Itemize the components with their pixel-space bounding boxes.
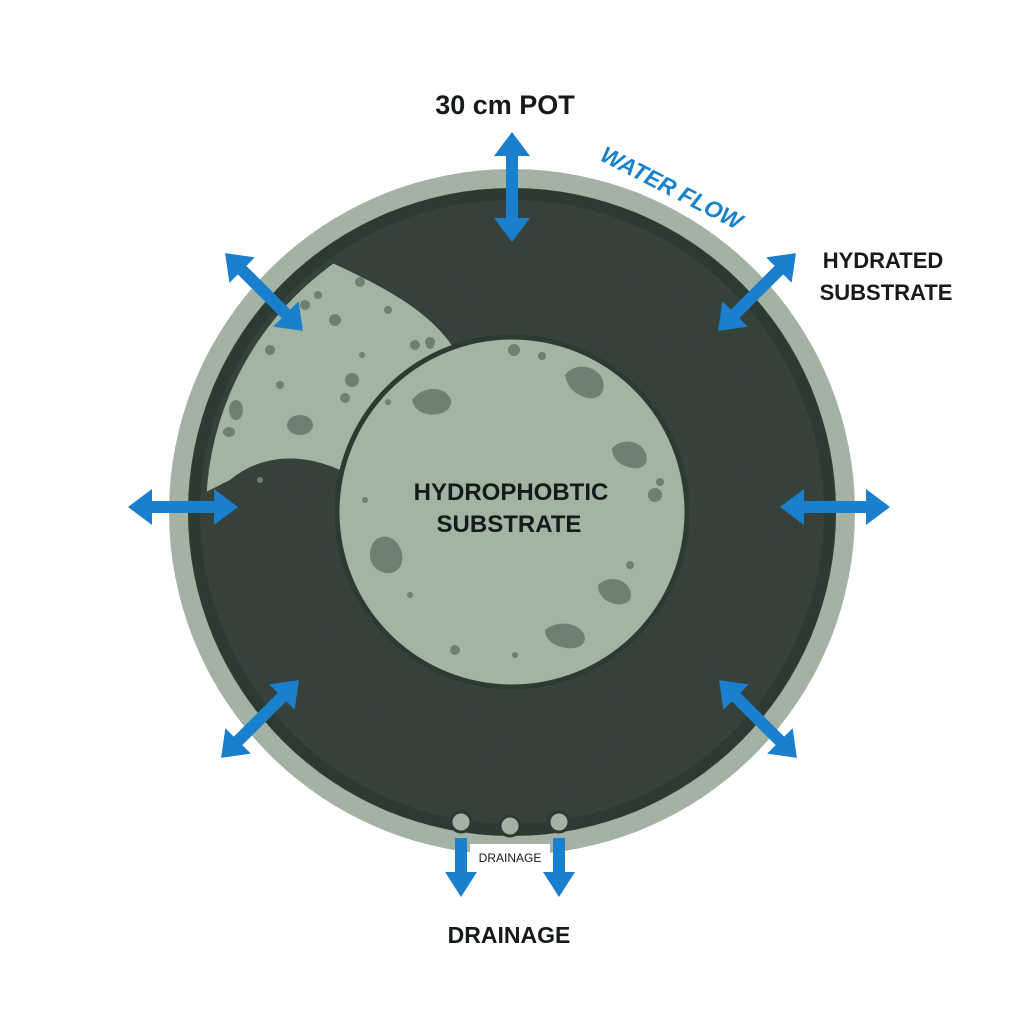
- hydrophobic-substrate-label-line2: SUBSTRATE: [437, 511, 582, 538]
- hydrated-substrate-label-line2: SUBSTRATE: [820, 280, 953, 305]
- drainage-arrow-right-icon: [543, 838, 575, 897]
- drainage-tag-label: DRAINAGE: [479, 851, 542, 865]
- drainage-arrow-left-icon: [445, 838, 477, 897]
- drainage-label: DRAINAGE: [448, 922, 571, 948]
- hydrophobic-channel-clumps: [223, 277, 435, 483]
- flow-arrow-bottom-right-icon: [719, 680, 797, 758]
- drain-hole-icon: [547, 810, 571, 834]
- hydrophobic-substrate-label-line1: HYDROPHOBTIC: [414, 479, 609, 506]
- flow-arrow-top-right-icon: [718, 253, 796, 331]
- drainage-tag: [470, 844, 550, 870]
- pot-size-label: 30 cm POT: [435, 90, 575, 120]
- flow-arrow-top-left-icon: [225, 253, 303, 331]
- hydrophobic-core-clumps: [362, 341, 664, 658]
- drain-hole-icon: [449, 810, 473, 834]
- flow-arrow-right-icon: [780, 489, 890, 525]
- drain-holes: [449, 810, 571, 838]
- drain-hole-icon: [498, 814, 522, 838]
- hydrated-substrate-label-line1: HYDRATED: [823, 248, 944, 273]
- flow-arrow-top-icon: [494, 132, 530, 242]
- flow-arrow-bottom-left-icon: [221, 680, 299, 758]
- flow-arrow-left-icon: [128, 489, 238, 525]
- hydrophobic-core: [334, 334, 690, 690]
